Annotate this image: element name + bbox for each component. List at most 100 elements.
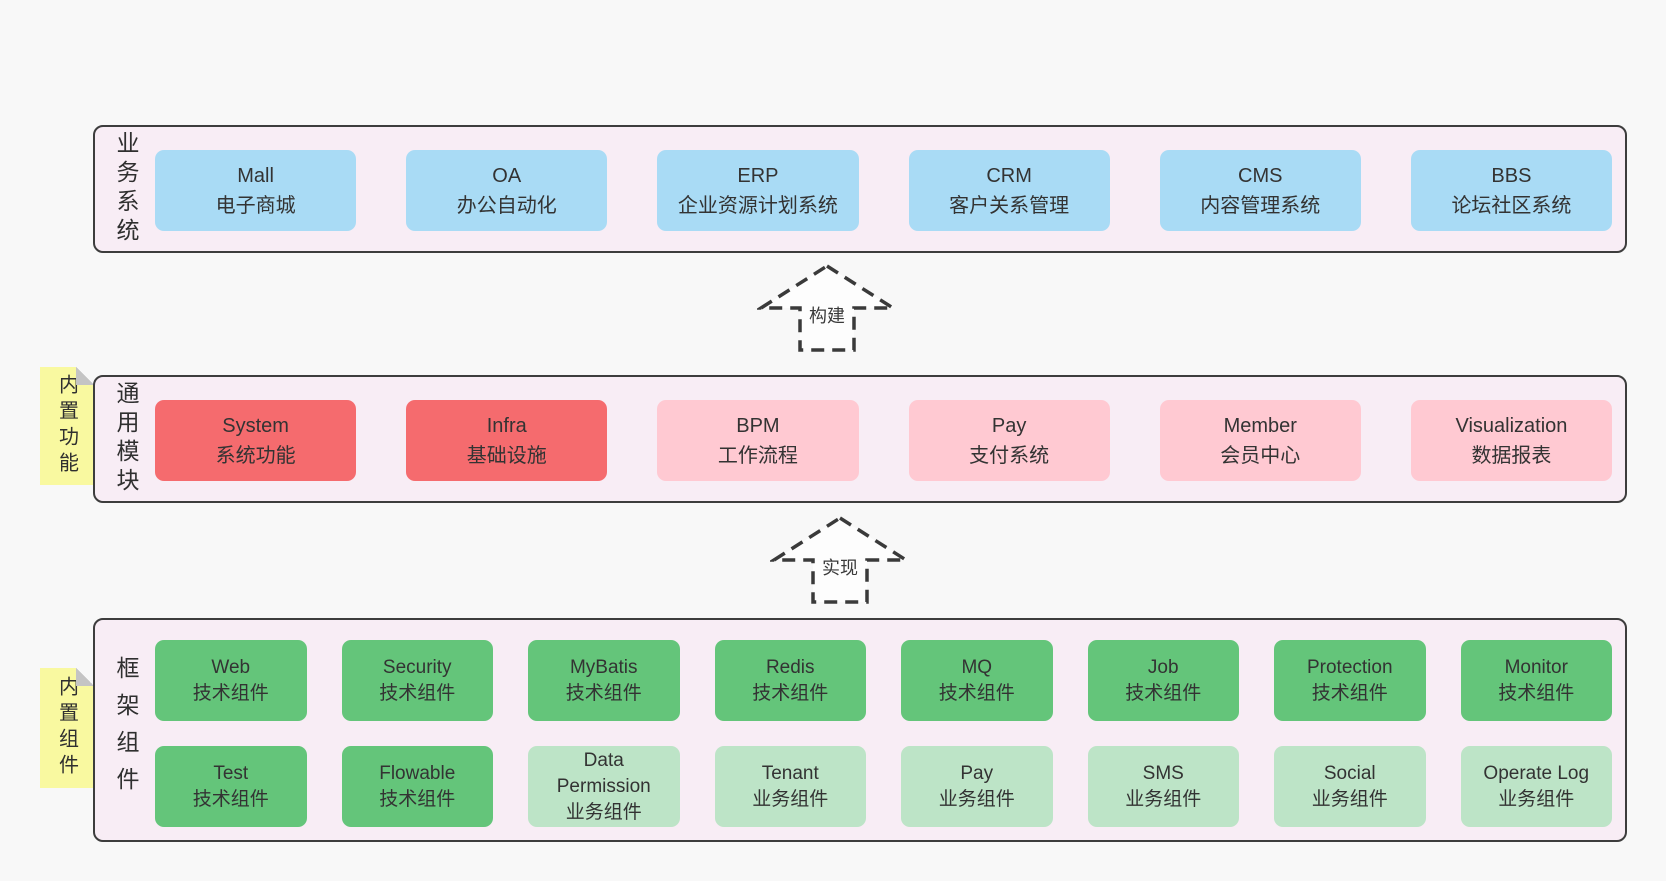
node-flowable: Flowable 技术组件 bbox=[341, 746, 493, 827]
modules-panel-label: 通用模块 bbox=[113, 381, 139, 497]
node-infra: Infra 基础设施 bbox=[406, 400, 608, 481]
node-sms: SMS 业务组件 bbox=[1087, 746, 1239, 827]
node-title: Infra bbox=[486, 414, 527, 437]
node-cms: CMS 内容管理系统 bbox=[1159, 150, 1361, 231]
node-title: Data Permission bbox=[556, 749, 651, 797]
node-protection: Protection 技术组件 bbox=[1274, 640, 1426, 721]
node-title: CRM bbox=[986, 164, 1032, 187]
node-subtitle: 会员中心 bbox=[1220, 444, 1301, 467]
node-mybatis: MyBatis 技术组件 bbox=[528, 640, 680, 721]
framework-components-panel: 框架组件 Web 技术组件 Security 技术组件 MyBatis 技术组件… bbox=[93, 618, 1627, 842]
node-title: ERP bbox=[737, 164, 779, 187]
node-subtitle: 支付系统 bbox=[969, 444, 1050, 467]
node-subtitle: 业务组件 bbox=[565, 801, 642, 823]
folded-corner-icon bbox=[76, 367, 94, 385]
node-subtitle: 技术组件 bbox=[1311, 682, 1388, 704]
node-subtitle: 技术组件 bbox=[379, 682, 456, 704]
business-systems-panel: 业务系统 Mall 电子商城 OA 办公自动化 ERP 企业资源计划系统 CRM… bbox=[93, 125, 1627, 253]
node-title: BPM bbox=[736, 414, 780, 437]
sticky-note-text: 内置功能 bbox=[55, 374, 78, 478]
node-title: Member bbox=[1223, 414, 1297, 437]
node-subtitle: 业务组件 bbox=[752, 788, 829, 810]
node-title: Operate Log bbox=[1483, 762, 1590, 784]
node-title: Test bbox=[213, 762, 249, 784]
node-title: Redis bbox=[765, 656, 815, 678]
node-visualization: Visualization 数据报表 bbox=[1410, 400, 1613, 481]
common-modules-panel: 通用模块 System 系统功能 Infra 基础设施 BPM 工作流程 Pay… bbox=[93, 375, 1627, 503]
node-title: Pay bbox=[991, 414, 1027, 437]
node-title: Pay bbox=[960, 762, 994, 784]
components-row-2: Test 技术组件 Flowable 技术组件 Data Permission … bbox=[155, 746, 1612, 827]
node-redis: Redis 技术组件 bbox=[714, 640, 866, 721]
node-erp: ERP 企业资源计划系统 bbox=[657, 150, 859, 231]
node-title: Security bbox=[382, 656, 452, 678]
node-crm: CRM 客户关系管理 bbox=[908, 150, 1110, 231]
node-subtitle: 技术组件 bbox=[379, 788, 456, 810]
business-row: Mall 电子商城 OA 办公自动化 ERP 企业资源计划系统 CRM 客户关系… bbox=[155, 150, 1613, 231]
node-title: MQ bbox=[961, 656, 993, 678]
node-title: Mall bbox=[237, 164, 274, 187]
node-title: SMS bbox=[1142, 762, 1184, 784]
node-monitor: Monitor 技术组件 bbox=[1460, 640, 1612, 721]
implement-arrow-label: 实现 bbox=[819, 554, 861, 580]
node-subtitle: 技术组件 bbox=[938, 682, 1015, 704]
node-subtitle: 工作流程 bbox=[717, 444, 798, 467]
implement-arrow: 实现 bbox=[770, 514, 910, 606]
node-subtitle: 技术组件 bbox=[752, 682, 829, 704]
node-title: BBS bbox=[1491, 164, 1532, 187]
node-subtitle: 技术组件 bbox=[1125, 682, 1202, 704]
node-subtitle: 技术组件 bbox=[565, 682, 642, 704]
node-bbs: BBS 论坛社区系统 bbox=[1410, 150, 1613, 231]
node-subtitle: 企业资源计划系统 bbox=[677, 194, 838, 217]
node-title: Social bbox=[1323, 762, 1376, 784]
node-system: System 系统功能 bbox=[155, 400, 357, 481]
node-subtitle: 基础设施 bbox=[466, 444, 547, 467]
node-subtitle: 客户关系管理 bbox=[949, 194, 1070, 217]
node-subtitle: 业务组件 bbox=[1125, 788, 1202, 810]
node-subtitle: 电子商城 bbox=[215, 194, 296, 217]
node-oa: OA 办公自动化 bbox=[406, 150, 608, 231]
node-subtitle: 论坛社区系统 bbox=[1451, 194, 1572, 217]
node-pay-system: Pay 支付系统 bbox=[908, 400, 1110, 481]
node-subtitle: 办公自动化 bbox=[456, 194, 557, 217]
node-subtitle: 业务组件 bbox=[1498, 788, 1575, 810]
node-subtitle: 技术组件 bbox=[192, 788, 269, 810]
node-tenant: Tenant 业务组件 bbox=[714, 746, 866, 827]
modules-row: System 系统功能 Infra 基础设施 BPM 工作流程 Pay 支付系统… bbox=[155, 400, 1613, 481]
folded-corner-icon bbox=[76, 668, 94, 686]
sticky-note-builtin-components: 内置组件 bbox=[40, 668, 94, 788]
node-job: Job 技术组件 bbox=[1087, 640, 1239, 721]
node-mq: MQ 技术组件 bbox=[901, 640, 1053, 721]
node-title: Monitor bbox=[1504, 656, 1568, 678]
node-title: Tenant bbox=[761, 762, 819, 784]
node-title: CMS bbox=[1238, 164, 1283, 187]
sticky-note-builtin-features: 内置功能 bbox=[40, 367, 94, 485]
node-mall: Mall 电子商城 bbox=[155, 150, 357, 231]
node-title: Flowable bbox=[379, 762, 456, 784]
node-title: Web bbox=[211, 656, 251, 678]
sticky-note-text: 内置组件 bbox=[55, 676, 78, 780]
node-subtitle: 业务组件 bbox=[1311, 788, 1388, 810]
business-panel-label: 业务系统 bbox=[113, 131, 139, 247]
node-operate-log: Operate Log 业务组件 bbox=[1460, 746, 1612, 827]
node-title: MyBatis bbox=[569, 656, 638, 678]
node-bpm: BPM 工作流程 bbox=[657, 400, 859, 481]
node-test: Test 技术组件 bbox=[155, 746, 307, 827]
components-row-1: Web 技术组件 Security 技术组件 MyBatis 技术组件 Redi… bbox=[155, 640, 1612, 721]
node-subtitle: 内容管理系统 bbox=[1200, 194, 1321, 217]
node-web: Web 技术组件 bbox=[155, 640, 307, 721]
node-social: Social 业务组件 bbox=[1274, 746, 1426, 827]
node-title: Job bbox=[1147, 656, 1179, 678]
node-subtitle: 技术组件 bbox=[192, 682, 269, 704]
node-subtitle: 技术组件 bbox=[1498, 682, 1575, 704]
components-panel-label: 框架组件 bbox=[113, 656, 139, 804]
node-security: Security 技术组件 bbox=[341, 640, 493, 721]
node-member: Member 会员中心 bbox=[1159, 400, 1361, 481]
node-title: System bbox=[222, 414, 289, 437]
node-data-permission: Data Permission 业务组件 bbox=[528, 746, 680, 827]
node-subtitle: 业务组件 bbox=[938, 788, 1015, 810]
node-pay-component: Pay 业务组件 bbox=[901, 746, 1053, 827]
node-subtitle: 系统功能 bbox=[215, 444, 296, 467]
node-title: OA bbox=[492, 164, 522, 187]
